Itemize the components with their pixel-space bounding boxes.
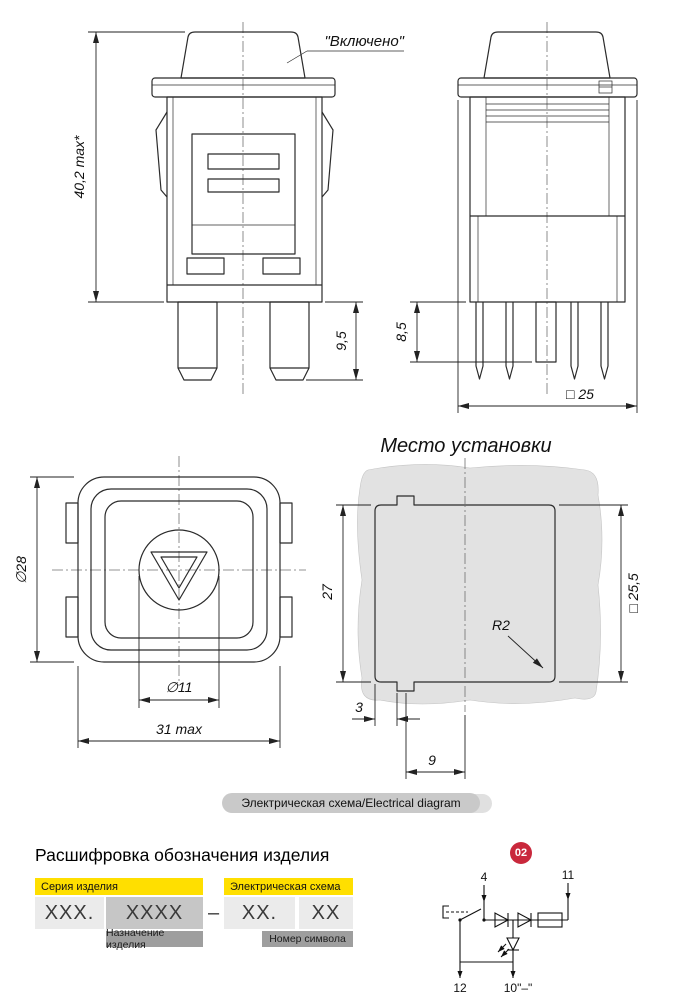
diode-2	[517, 912, 533, 928]
on-state-label: "Включено"	[324, 33, 404, 50]
pin-side-4	[600, 302, 609, 380]
dim-notch-center-label: 9	[428, 752, 436, 768]
led	[506, 937, 520, 952]
symbol-tag: Номер символа	[262, 931, 353, 947]
dim-body-square-label: □ 25	[566, 386, 594, 402]
pin-side-3	[570, 302, 579, 380]
purpose-tag: Назначение изделия	[106, 927, 203, 951]
dim-hole-square-label: □ 25,5	[625, 573, 641, 613]
face-view: ∅28 ∅11 31 max	[13, 456, 306, 748]
pin-side-1	[475, 302, 484, 380]
designation-dash: –	[207, 901, 220, 924]
pin-front-right	[269, 301, 310, 369]
series-value-box: XXX.	[35, 897, 104, 929]
schema-value-box: XX.	[224, 897, 295, 929]
series-tag: Серия изделия	[35, 878, 203, 895]
electrical-schematic: 4 11	[442, 868, 575, 995]
electrical-diagram-banner: Электрическая схема/Electrical diagram	[222, 793, 480, 813]
side-view: 8,5 □ 25	[393, 22, 638, 413]
mounting-hole	[374, 495, 556, 692]
dim-hole-height-label: 27	[319, 583, 335, 601]
installation-view: Место установки 27 □ 25,5 R2 3	[319, 435, 641, 779]
dim-height-label: 40,2 max*	[71, 135, 87, 199]
switch-blade	[459, 908, 482, 921]
pin-front-left	[177, 301, 218, 369]
schematic-pin-4-label: 4	[481, 870, 488, 884]
schematic-pin-12-label: 12	[453, 981, 467, 995]
dim-pin-side-label: 8,5	[393, 322, 409, 342]
latch-left	[155, 111, 168, 198]
dim-d11-label: ∅11	[166, 679, 193, 695]
actuator-bracket	[442, 905, 449, 919]
front-view: 40,2 max* 9,5 "Включено"	[71, 22, 405, 394]
resistor	[537, 912, 563, 928]
decode-title: Расшифровка обозначения изделия	[35, 845, 330, 865]
warning-triangle-icon	[150, 551, 208, 601]
panel-shade	[357, 464, 603, 705]
purpose-value-box: XXXX	[106, 897, 203, 929]
symbol-value-box: XX	[299, 897, 353, 929]
diode-1	[494, 912, 510, 928]
schema-tag: Электрическая схема	[224, 878, 353, 895]
dim-notch-offset-label: 3	[355, 699, 363, 715]
pin-side-center	[535, 301, 557, 363]
pin-side-2	[505, 302, 514, 380]
radius-label: R2	[492, 617, 510, 633]
dim-d28-label: ∅28	[13, 556, 29, 584]
schematic-pin-10-label: 10"–"	[504, 981, 533, 995]
schematic-pin-11-label: 11	[562, 868, 575, 882]
dim-pin-front-label: 9,5	[333, 331, 349, 351]
installation-title: Место установки	[380, 435, 551, 457]
dim-width-label: 31 max	[156, 721, 203, 737]
latch-right	[321, 111, 334, 198]
page-number-badge: 02	[510, 842, 532, 864]
banner-label: Электрическая схема/Electrical diagram	[241, 796, 461, 810]
